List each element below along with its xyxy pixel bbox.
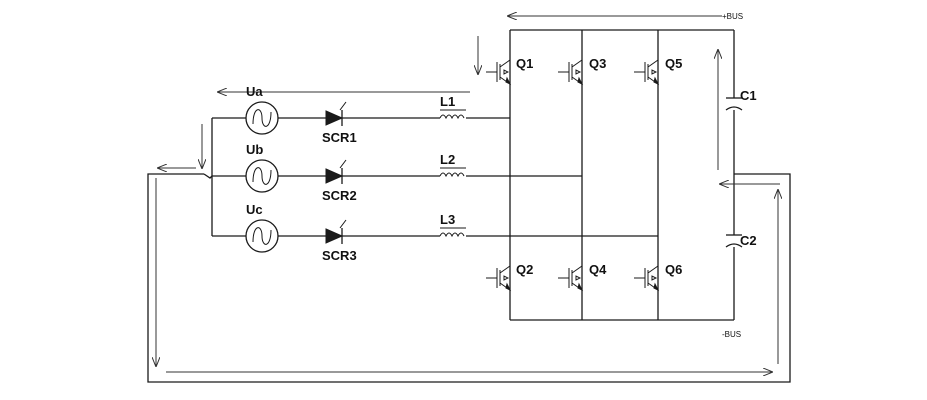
inductor-label: L2 bbox=[440, 152, 455, 167]
capacitor-c2: C2 bbox=[725, 233, 757, 248]
thyristor-label: SCR2 bbox=[322, 188, 357, 203]
capacitor-label: C1 bbox=[740, 88, 757, 103]
inductor-label: L3 bbox=[440, 212, 455, 227]
switch-label: Q4 bbox=[589, 262, 607, 277]
source-uc: Uc bbox=[245, 202, 279, 253]
inductor-label: L1 bbox=[440, 94, 455, 109]
switch-q6: Q6 bbox=[634, 262, 682, 292]
main-wiring bbox=[147, 29, 791, 383]
source-label: Uc bbox=[246, 202, 263, 217]
thyristor-scr3: SCR3 bbox=[322, 219, 357, 263]
bus-negative-label: -BUS bbox=[722, 330, 741, 339]
capacitor-c1: C1 bbox=[725, 88, 757, 111]
inductor-l1: L1 bbox=[439, 94, 466, 120]
switch-q5: Q5 bbox=[634, 56, 682, 86]
source-label: Ua bbox=[246, 84, 263, 99]
switch-q1: Q1 bbox=[486, 56, 533, 86]
current-flow-arrows bbox=[156, 16, 780, 372]
source-label: Ub bbox=[246, 142, 263, 157]
thyristor-scr2: SCR2 bbox=[322, 159, 357, 203]
switch-label: Q3 bbox=[589, 56, 606, 71]
thyristor-label: SCR1 bbox=[322, 130, 357, 145]
source-ub: Ub bbox=[245, 142, 279, 193]
capacitor-label: C2 bbox=[740, 233, 757, 248]
switch-label: Q2 bbox=[516, 262, 533, 277]
switch-label: Q5 bbox=[665, 56, 682, 71]
switch-q3: Q3 bbox=[558, 56, 606, 86]
thyristor-label: SCR3 bbox=[322, 248, 357, 263]
switch-label: Q1 bbox=[516, 56, 533, 71]
switch-q4: Q4 bbox=[558, 262, 607, 292]
switch-label: Q6 bbox=[665, 262, 682, 277]
switch-q2: Q2 bbox=[486, 262, 533, 292]
inductor-l2: L2 bbox=[439, 152, 466, 178]
inductor-l3: L3 bbox=[439, 212, 466, 238]
thyristor-scr1: SCR1 bbox=[322, 101, 357, 145]
source-ua: Ua bbox=[245, 84, 279, 135]
bus-positive-label: +BUS bbox=[722, 12, 743, 21]
